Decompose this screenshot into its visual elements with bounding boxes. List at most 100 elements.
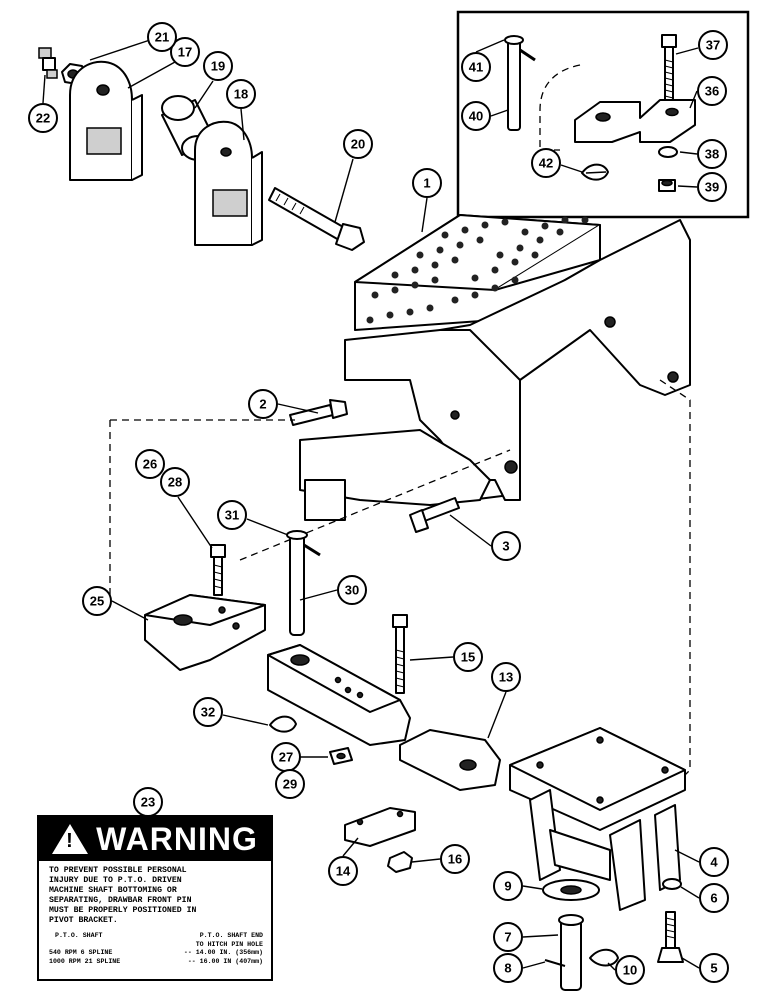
- bolt-3: [409, 497, 460, 533]
- callout-40: 40: [461, 101, 491, 131]
- step-holes: [366, 216, 589, 324]
- callout-9: 9: [493, 871, 523, 901]
- callout-number: 25: [90, 594, 104, 609]
- callout-circle: [615, 955, 645, 985]
- callout-21: 21: [147, 22, 177, 52]
- callout-circle: [493, 922, 523, 952]
- callout-number: 14: [336, 864, 351, 879]
- callout-number: 40: [469, 109, 483, 124]
- callout-number: 22: [36, 111, 50, 126]
- step-frame-1: [299, 214, 691, 521]
- callout-circle: [170, 37, 200, 67]
- callout-22: 22: [28, 103, 58, 133]
- callout-number: 36: [705, 84, 719, 99]
- callout-3: 3: [491, 531, 521, 561]
- warning-line: TO PREVENT POSSIBLE PERSONAL: [49, 866, 187, 875]
- pin-7: [544, 914, 584, 991]
- callout-circle: [337, 575, 367, 605]
- callout-number: 26: [143, 457, 157, 472]
- inset-dashed-outline: [539, 64, 581, 151]
- warning-triangle-icon: !: [52, 824, 89, 854]
- callout-number: 1: [423, 176, 430, 191]
- callout-31: 31: [217, 500, 247, 530]
- callout-number: 16: [448, 852, 462, 867]
- warning-line: MUST BE PROPERLY POSITIONED IN: [49, 906, 197, 915]
- callout-18: 18: [226, 79, 256, 109]
- callout-circle: [147, 22, 177, 52]
- callout-circle: [493, 953, 523, 983]
- warning-row1-left: 540 RPM 6 SPLINE: [49, 949, 113, 956]
- callout-1: 1: [412, 168, 442, 198]
- callout-23: 23: [133, 787, 163, 817]
- callout-circle: [699, 953, 729, 983]
- callout-number: 21: [155, 30, 169, 45]
- bolt-15: [392, 614, 408, 694]
- callout-number: 32: [201, 705, 215, 720]
- pin-40: [504, 35, 536, 131]
- callout-number: 5: [710, 961, 717, 976]
- callout-20: 20: [343, 129, 373, 159]
- callout-number: 42: [539, 156, 553, 171]
- callout-circle: [440, 844, 470, 874]
- callout-29: 29: [275, 769, 305, 799]
- nut-27: [329, 747, 353, 765]
- callout-circle: [328, 856, 358, 886]
- callout-2: 2: [248, 389, 278, 419]
- callout-32: 32: [193, 697, 223, 727]
- callout-38: 38: [697, 139, 727, 169]
- callout-circle: [226, 79, 256, 109]
- callout-10: 10: [615, 955, 645, 985]
- callout-37: 37: [698, 30, 728, 60]
- callout-30: 30: [337, 575, 367, 605]
- callout-circle: [697, 172, 727, 202]
- callout-number: 10: [623, 963, 637, 978]
- warning-row1-right: -- 14.00 IN. (356mm): [183, 949, 263, 956]
- callout-26: 26: [135, 449, 165, 479]
- callout-circle: [699, 883, 729, 913]
- callout-circle: [453, 642, 483, 672]
- callout-7: 7: [493, 922, 523, 952]
- callout-14: 14: [328, 856, 358, 886]
- callout-number: 7: [504, 930, 511, 945]
- callout-circle: [217, 500, 247, 530]
- callout-circle: [82, 586, 112, 616]
- clip-32: [269, 715, 297, 733]
- callout-39: 39: [697, 172, 727, 202]
- callout-13: 13: [491, 662, 521, 692]
- callout-number: 38: [705, 147, 719, 162]
- callout-circle: [343, 129, 373, 159]
- clevis-13: [399, 729, 501, 791]
- bolt-5: [657, 911, 684, 963]
- callout-4: 4: [699, 847, 729, 877]
- pivot-bracket-4: [509, 727, 686, 911]
- warning-body: TO PREVENT POSSIBLE PERSONAL INJURY DUE …: [39, 861, 271, 966]
- callout-circle: [491, 531, 521, 561]
- bracket-36: [574, 99, 696, 143]
- warning-line: PIVOT BRACKET.: [49, 916, 118, 925]
- clip-10: [589, 948, 619, 967]
- callout-6: 6: [699, 883, 729, 913]
- callout-circle: [461, 52, 491, 82]
- nut-16: [387, 851, 413, 873]
- callout-25: 25: [82, 586, 112, 616]
- callout-number: 20: [351, 137, 365, 152]
- callout-circle: [203, 51, 233, 81]
- callout-circle: [699, 847, 729, 877]
- callout-circle: [193, 697, 223, 727]
- callout-number: 37: [706, 38, 720, 53]
- callout-8: 8: [493, 953, 523, 983]
- callout-circle: [697, 139, 727, 169]
- warning-row2-right: -- 16.00 IN (407mm): [187, 957, 263, 965]
- warning-decal-23: ! WARNING TO PREVENT POSSIBLE PERSONAL I…: [37, 815, 273, 981]
- warning-title: WARNING: [96, 820, 258, 857]
- callout-number: 9: [504, 879, 511, 894]
- bolt-2: [289, 399, 348, 426]
- callout-number: 3: [502, 539, 509, 554]
- bolt-37: [661, 34, 677, 108]
- callout-15: 15: [453, 642, 483, 672]
- callout-number: 19: [211, 59, 225, 74]
- warning-col-right2: TO HITCH PIN HOLE: [195, 940, 263, 948]
- callout-number: 6: [710, 891, 717, 906]
- callout-number: 2: [259, 397, 266, 412]
